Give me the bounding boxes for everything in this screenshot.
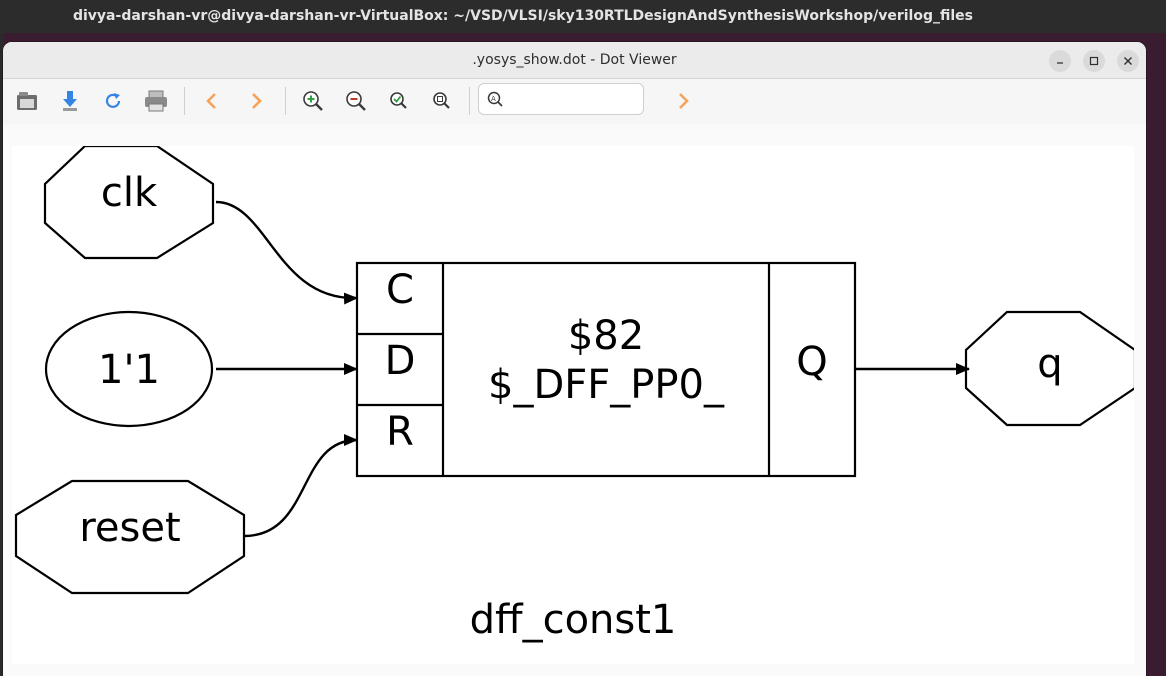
port-d-label: D [385, 338, 416, 384]
find-next-button[interactable] [666, 84, 700, 118]
search-icon: A [487, 91, 503, 107]
os-titlebar: divya-darshan-vr@divya-darshan-vr-Virtua… [0, 0, 1166, 33]
os-titlebar-text: divya-darshan-vr@divya-darshan-vr-Virtua… [72, 8, 974, 24]
window-title: .yosys_show.dot - Dot Viewer [472, 52, 677, 68]
close-icon [1124, 57, 1132, 65]
port-q-label: Q [796, 339, 827, 385]
maximize-button[interactable] [1083, 50, 1105, 72]
close-button[interactable] [1117, 50, 1139, 72]
zoom-out-button[interactable] [339, 84, 373, 118]
edge-clk-to-c [215, 200, 358, 305]
const-node-1-1[interactable]: 1'1 [44, 310, 214, 428]
reload-icon [105, 93, 121, 108]
open-button[interactable] [10, 84, 44, 118]
output-node-q[interactable]: q [964, 310, 1134, 427]
cell-id-label: $82 [568, 313, 644, 359]
save-icon [63, 91, 77, 111]
svg-text:A: A [491, 95, 496, 103]
zoom-100-icon [433, 92, 450, 109]
open-icon [17, 92, 37, 110]
toolbar-separator [184, 87, 185, 115]
zoom-fit-button[interactable] [382, 84, 416, 118]
input-node-reset[interactable]: reset [14, 479, 246, 595]
cell-type-label: $_DFF_PP0_ [488, 362, 725, 408]
zoom-in-button[interactable] [296, 84, 330, 118]
output-node-q-label: q [1037, 341, 1062, 387]
const-node-1-1-label: 1'1 [98, 347, 160, 393]
toolbar: A [3, 79, 1146, 124]
cell-node-dff[interactable]: C D R $82 $_DFF_PP0_ Q [355, 261, 857, 478]
toolbar-separator [469, 87, 470, 115]
dot-viewer-window: .yosys_show.dot - Dot Viewer [3, 42, 1146, 676]
back-icon [206, 93, 216, 109]
graph-name-label: dff_const1 [470, 597, 677, 643]
save-button[interactable] [53, 84, 87, 118]
port-r-label: R [386, 409, 414, 455]
input-node-clk[interactable]: clk [43, 146, 215, 260]
window-headerbar[interactable]: .yosys_show.dot - Dot Viewer [3, 42, 1146, 79]
minimize-button[interactable] [1049, 50, 1071, 72]
dot-graph[interactable]: clk 1'1 reset C D R $82 [12, 146, 1134, 664]
input-node-reset-label: reset [79, 505, 180, 551]
zoom-100-button[interactable] [425, 84, 459, 118]
minimize-icon [1057, 62, 1063, 64]
zoom-fit-icon [390, 92, 407, 109]
reload-button[interactable] [96, 84, 130, 118]
find-input[interactable]: A [478, 83, 644, 115]
forward-button[interactable] [239, 84, 273, 118]
graph-canvas[interactable]: clk 1'1 reset C D R $82 [12, 146, 1134, 664]
edge-reset-to-r [243, 434, 358, 538]
zoom-in-icon [303, 91, 323, 111]
input-node-clk-label: clk [101, 170, 158, 216]
toolbar-separator [285, 87, 286, 115]
zoom-out-icon [346, 91, 366, 111]
print-button[interactable] [139, 84, 173, 118]
background-terminal-edge [0, 33, 4, 676]
print-icon [145, 90, 167, 112]
maximize-icon [1089, 56, 1099, 66]
port-c-label: C [386, 267, 414, 313]
back-button[interactable] [195, 84, 229, 118]
chevron-right-icon [679, 93, 689, 109]
forward-icon [252, 93, 262, 109]
